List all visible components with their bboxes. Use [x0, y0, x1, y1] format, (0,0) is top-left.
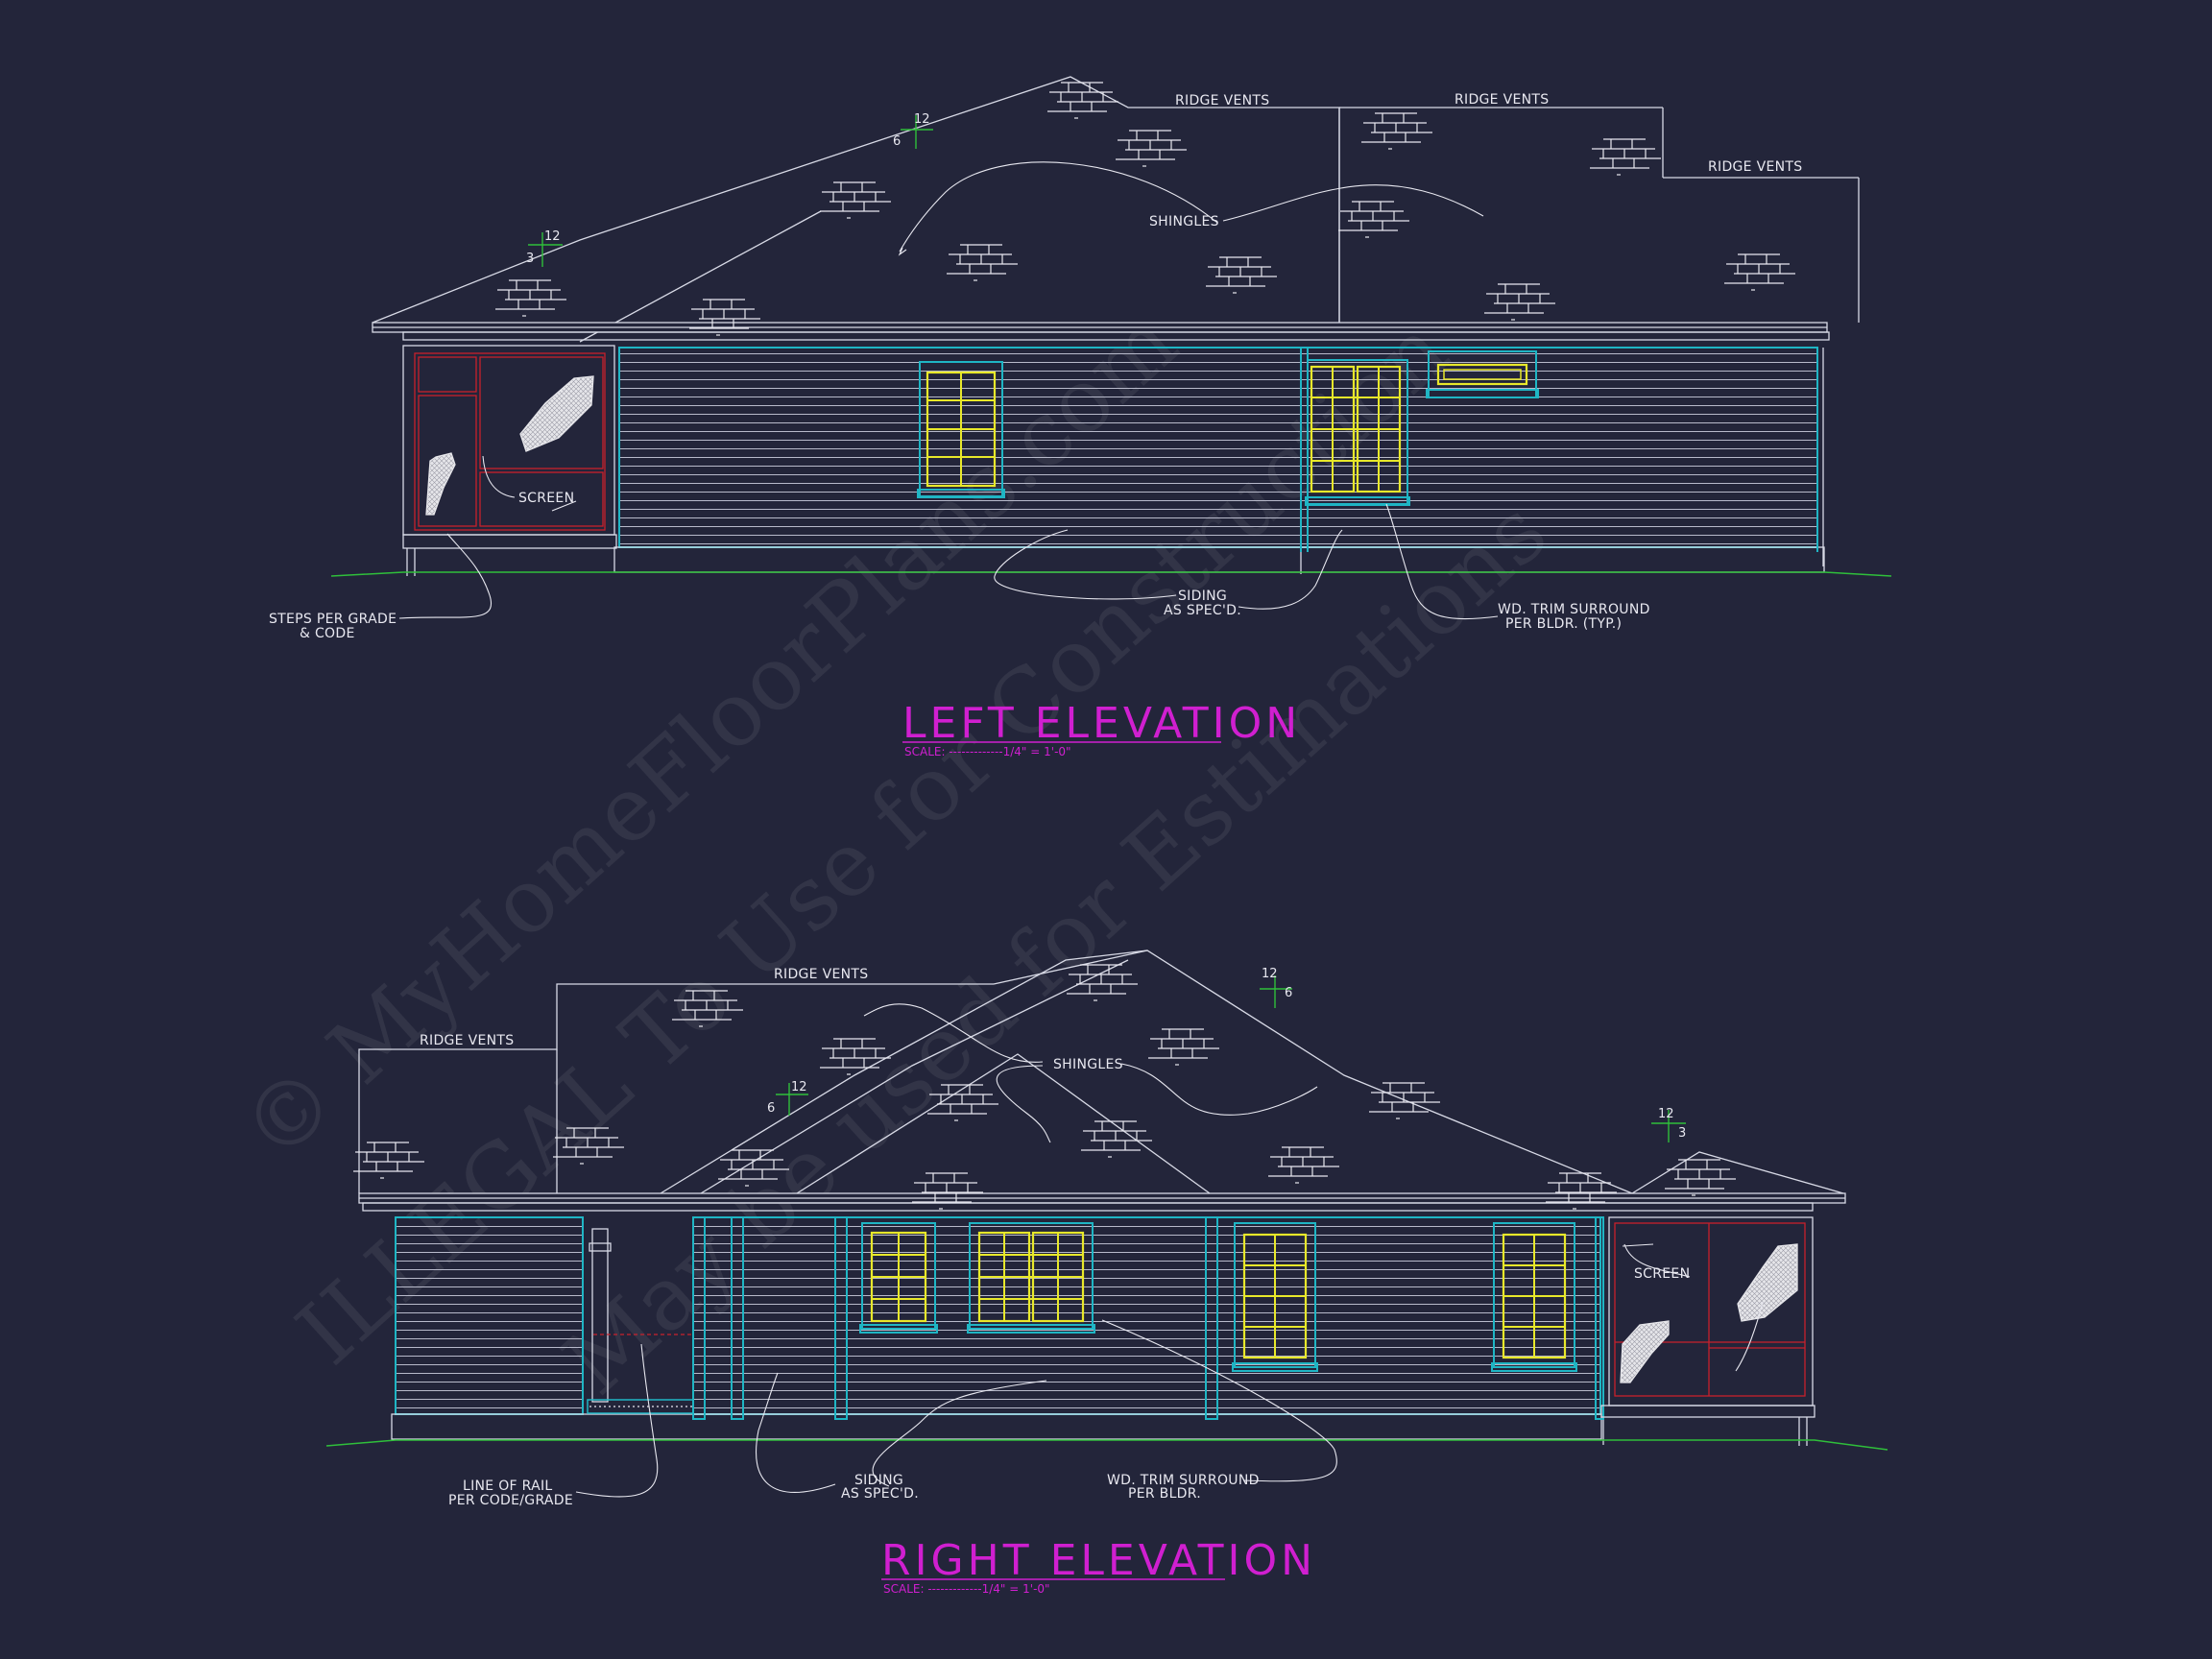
- left-window-3: [1426, 350, 1539, 398]
- left-screen-mesh-2: [425, 452, 456, 516]
- right-pitch-run-3: 12: [1658, 1107, 1674, 1121]
- right-grade-line: [325, 1439, 1888, 1451]
- right-elevation-title: RIGHT ELEVATION: [881, 1536, 1316, 1585]
- left-elevation: [330, 76, 1892, 620]
- left-screen-mesh-1: [519, 375, 594, 452]
- right-siding-note-2: AS SPEC'D.: [841, 1486, 919, 1502]
- right-rail-note-1: LINE OF RAIL: [463, 1479, 553, 1494]
- right-siding-left: [395, 1216, 584, 1415]
- left-siding-note-1: SIDING: [1178, 589, 1227, 604]
- left-pitch-rise-2: 3: [526, 252, 534, 266]
- right-siding-main: [692, 1216, 1601, 1415]
- right-screen-mesh-1: [1737, 1243, 1798, 1322]
- left-elevation-labels: RIDGE VENTS RIDGE VENTS RIDGE VENTS SHIN…: [269, 92, 1802, 758]
- left-pitch-run-1: 12: [914, 112, 930, 127]
- left-siding: [618, 347, 1818, 548]
- right-shingles-note: SHINGLES: [1053, 1057, 1123, 1072]
- left-trim-note-2: PER BLDR. (TYP.): [1505, 616, 1622, 632]
- left-shingles-note: SHINGLES: [1149, 214, 1219, 229]
- right-trim-note-1: WD. TRIM SURROUND: [1107, 1473, 1260, 1488]
- left-ridge-vents-2: RIDGE VENTS: [1455, 92, 1549, 108]
- right-window-4: [1491, 1222, 1577, 1372]
- left-grade-line: [330, 571, 1892, 577]
- left-steps-note-1: STEPS PER GRADE: [269, 612, 397, 627]
- right-window-2: [967, 1222, 1095, 1334]
- right-trim-note-2: PER BLDR.: [1128, 1486, 1201, 1502]
- right-window-3: [1232, 1222, 1318, 1372]
- right-pitch-run-1: 12: [1262, 967, 1278, 981]
- left-window-1: [917, 361, 1005, 498]
- right-porch-column-1: [591, 1228, 609, 1403]
- right-rail: [587, 1399, 694, 1414]
- left-trim-note-1: WD. TRIM SURROUND: [1498, 602, 1650, 617]
- right-roof-ridge-main: [993, 950, 1633, 1194]
- right-pitch-rise-1: 6: [1285, 986, 1292, 1000]
- right-pitch-rise-3: 3: [1678, 1126, 1686, 1141]
- right-window-1: [859, 1222, 938, 1334]
- right-roof-front-gable: [660, 950, 1148, 1194]
- right-elevation-scale: SCALE: -------------1/4" = 1'-0": [883, 1582, 1050, 1596]
- left-pitch-rise-1: 6: [893, 134, 901, 149]
- left-roof-line-b: [579, 210, 822, 343]
- left-ridge-vents-1: RIDGE VENTS: [1175, 93, 1269, 108]
- right-elevation-labels: RIDGE VENTS RIDGE VENTS SHINGLES SCREEN …: [420, 967, 1690, 1596]
- left-elevation-scale: SCALE: -------------1/4" = 1'-0": [904, 745, 1071, 758]
- right-screen-mesh-2: [1620, 1320, 1670, 1383]
- left-pitch-marks: [528, 115, 933, 267]
- left-siding-note-2: AS SPEC'D.: [1164, 603, 1241, 618]
- right-screen-note: SCREEN: [1634, 1266, 1690, 1282]
- right-ridge-vents-1: RIDGE VENTS: [774, 967, 868, 982]
- right-siding-note-1: SIDING: [854, 1473, 903, 1488]
- left-ridge-vents-3: RIDGE VENTS: [1708, 159, 1802, 175]
- right-ridge-vents-2: RIDGE VENTS: [420, 1033, 514, 1048]
- left-elevation-title: LEFT ELEVATION: [902, 699, 1301, 748]
- right-pitch-marks: [776, 975, 1686, 1142]
- right-pitch-run-2: 12: [791, 1080, 807, 1094]
- right-pitch-rise-2: 6: [767, 1101, 775, 1116]
- left-steps-note-2: & CODE: [300, 626, 355, 641]
- left-screen-note: SCREEN: [518, 491, 574, 506]
- left-pitch-run-2: 12: [544, 229, 561, 244]
- left-roof-outline: [372, 76, 1340, 324]
- right-rail-note-2: PER CODE/GRADE: [448, 1493, 573, 1508]
- right-elevation: [325, 950, 1888, 1498]
- left-window-2: [1305, 359, 1410, 506]
